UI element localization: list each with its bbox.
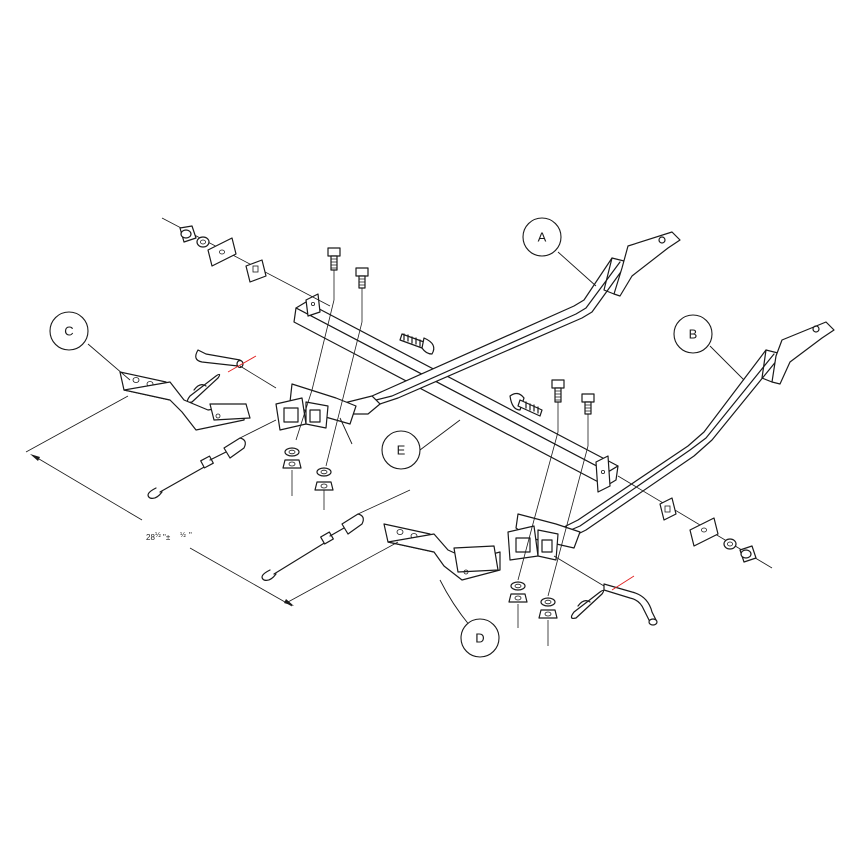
callout-d: D: [460, 618, 500, 658]
tongue-c: [119, 371, 251, 431]
receiver-mount-right: [507, 513, 581, 561]
callout-a: A: [522, 217, 562, 257]
callout-leaders: [87, 251, 745, 627]
callout-d-label: D: [475, 631, 484, 646]
hitch-pin-left: [195, 349, 277, 389]
carriage-bolt-right: [509, 392, 543, 417]
callout-c-label: C: [64, 324, 73, 339]
dimension-line: [25, 395, 399, 607]
hitch-clip-right: [570, 589, 605, 619]
hex-bolt-3: [551, 379, 565, 432]
hex-bolt-1: [327, 247, 341, 300]
tongue-d: [383, 523, 501, 581]
frame-arm-a: [339, 231, 681, 415]
carriage-bolt-left: [399, 333, 435, 355]
hex-bolt-4: [581, 393, 595, 446]
dimension-tolerance-fraction: ½: [180, 531, 186, 539]
callout-e: E: [381, 430, 421, 470]
safety-cable-right: [261, 489, 411, 581]
hitch-clip-left: [186, 373, 221, 403]
hardware-left-stack: [161, 217, 331, 307]
callout-b: B: [673, 314, 713, 354]
hardware-right-stack: [617, 475, 773, 569]
receiver-mount-left: [275, 383, 357, 445]
nuts-washers-left: [282, 447, 334, 491]
safety-cable-left: [147, 419, 277, 499]
dimension-tolerance-symbol: "±: [163, 533, 171, 542]
callout-a-label: A: [538, 230, 547, 245]
nuts-washers-right: [508, 581, 558, 619]
bolt-alignment-lines: [291, 299, 589, 646]
frame-arm-b: [561, 321, 835, 539]
dimension-main: 28: [146, 533, 155, 542]
dimension-tolerance-unit: ": [189, 531, 192, 540]
cross-tube-e: [293, 293, 619, 493]
callout-e-label: E: [397, 443, 406, 458]
hex-bolt-2: [355, 267, 369, 322]
dimension-main-fraction: ½: [155, 531, 161, 539]
callout-c: C: [49, 311, 89, 351]
callout-b-label: B: [689, 327, 698, 342]
hitch-pin-right: [553, 555, 658, 626]
dimension-label: 28 ½ "± ½ ": [146, 531, 192, 542]
